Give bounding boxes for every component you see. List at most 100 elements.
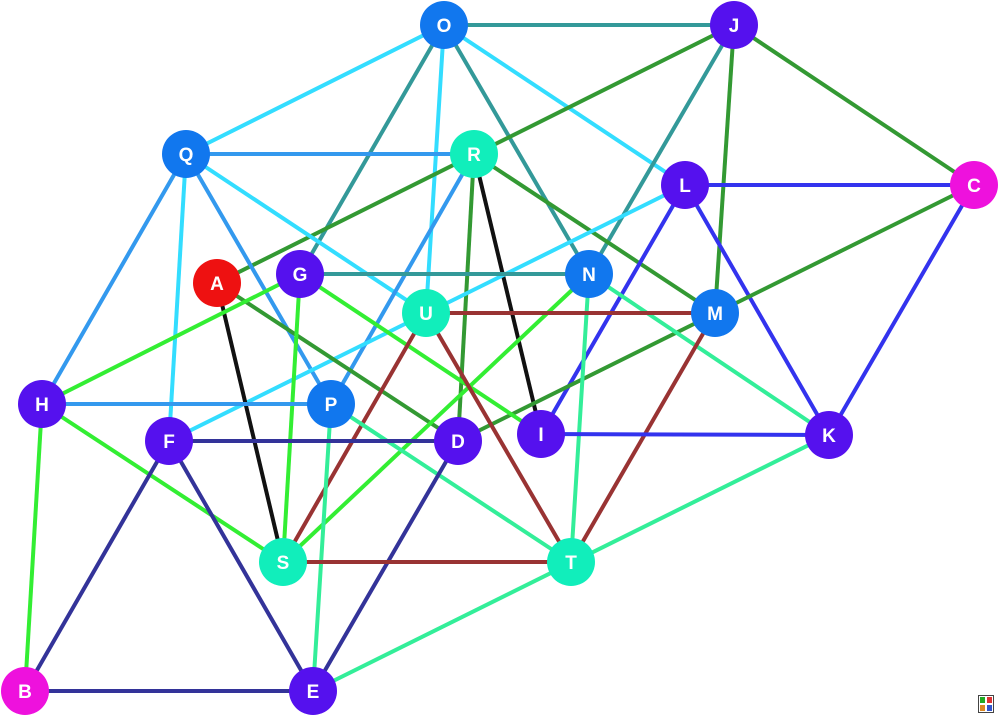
node-circle[interactable] [805,411,853,459]
node-circle[interactable] [691,289,739,337]
edge-F-B [23,440,171,692]
node-circle[interactable] [661,161,709,209]
edge-P-E [311,403,333,692]
edge-A-S [215,282,285,563]
edge-N-T [569,273,591,563]
edge-N-S [281,272,591,564]
node-H[interactable]: H [18,380,66,428]
node-label: T [565,553,577,574]
node-P[interactable]: P [307,380,355,428]
node-circle[interactable] [710,1,758,49]
node-R[interactable]: R [450,130,498,178]
node-Q[interactable]: Q [162,130,210,178]
edge-G-I [298,272,543,436]
node-S[interactable]: S [259,538,307,586]
edge-R-I [472,153,543,435]
node-label: D [451,432,465,453]
node-label: A [210,274,224,295]
edge-O-G [298,23,446,276]
edge-Q-F [167,153,188,442]
edge-G-S [281,273,302,563]
edge-O-L [442,23,687,187]
node-circle[interactable] [517,410,565,458]
node-D[interactable]: D [434,417,482,465]
node-U[interactable]: U [402,289,450,337]
edge-N-K [587,272,831,437]
edge-J-N [587,23,736,276]
edge-O-Q [185,23,445,156]
node-circle[interactable] [950,161,998,209]
edge-R-P [329,153,476,405]
edge-J-C [732,23,976,187]
node-label: G [293,265,308,286]
node-label: U [419,304,433,325]
node-label: R [467,145,481,166]
node-label: L [679,176,691,197]
node-I[interactable]: I [517,410,565,458]
node-circle[interactable] [1,667,49,715]
edge-Q-H [40,153,188,405]
node-label: Q [179,145,194,166]
node-F[interactable]: F [145,417,193,465]
node-circle[interactable] [565,250,613,298]
edge-I-K [540,432,830,437]
node-T[interactable]: T [547,538,595,586]
node-G[interactable]: G [276,250,324,298]
node-label: N [582,265,596,286]
edge-F-E [167,440,315,692]
edge-D-E [311,439,460,693]
node-B[interactable]: B [1,667,49,715]
edge-J-M [713,24,736,314]
node-J[interactable]: J [710,1,758,49]
node-A[interactable]: A [193,259,241,307]
node-circle[interactable] [307,380,355,428]
node-circle[interactable] [162,130,210,178]
edge-H-S [40,402,285,564]
node-circle[interactable] [450,130,498,178]
node-circle[interactable] [434,417,482,465]
edge-H-B [23,403,44,692]
edge-Q-U [184,152,428,315]
node-circle[interactable] [547,538,595,586]
node-label: P [325,395,338,416]
node-circle[interactable] [402,289,450,337]
node-label: M [707,304,723,325]
node-label: J [729,16,740,37]
node-label: I [538,425,543,446]
node-E[interactable]: E [289,667,337,715]
node-label: E [307,682,320,703]
node-label: O [437,16,452,37]
node-circle[interactable] [18,380,66,428]
node-label: H [35,395,49,416]
node-label: F [163,432,175,453]
node-label: B [18,682,32,703]
edge-P-T [329,402,573,564]
edge-U-T [424,311,573,564]
edge-L-K [683,184,831,436]
edge-C-K [827,183,976,437]
node-circle[interactable] [276,250,324,298]
edge-G-H [41,272,301,406]
node-label: C [967,176,981,197]
edge-M-T [569,311,717,564]
node-circle[interactable] [289,667,337,715]
node-M[interactable]: M [691,289,739,337]
node-circle[interactable] [420,1,468,49]
edge-U-S [281,312,428,563]
edge-R-M [472,152,717,315]
node-circle[interactable] [145,417,193,465]
node-circle[interactable] [193,259,241,307]
node-circle[interactable] [259,538,307,586]
edge-A-D [215,281,460,443]
node-O[interactable]: O [420,1,468,49]
node-label: K [822,426,836,447]
node-N[interactable]: N [565,250,613,298]
edge-O-N [442,23,591,276]
node-C[interactable]: C [950,161,998,209]
logo-badge-icon [978,695,994,713]
node-K[interactable]: K [805,411,853,459]
node-label: S [277,553,290,574]
node-L[interactable]: L [661,161,709,209]
